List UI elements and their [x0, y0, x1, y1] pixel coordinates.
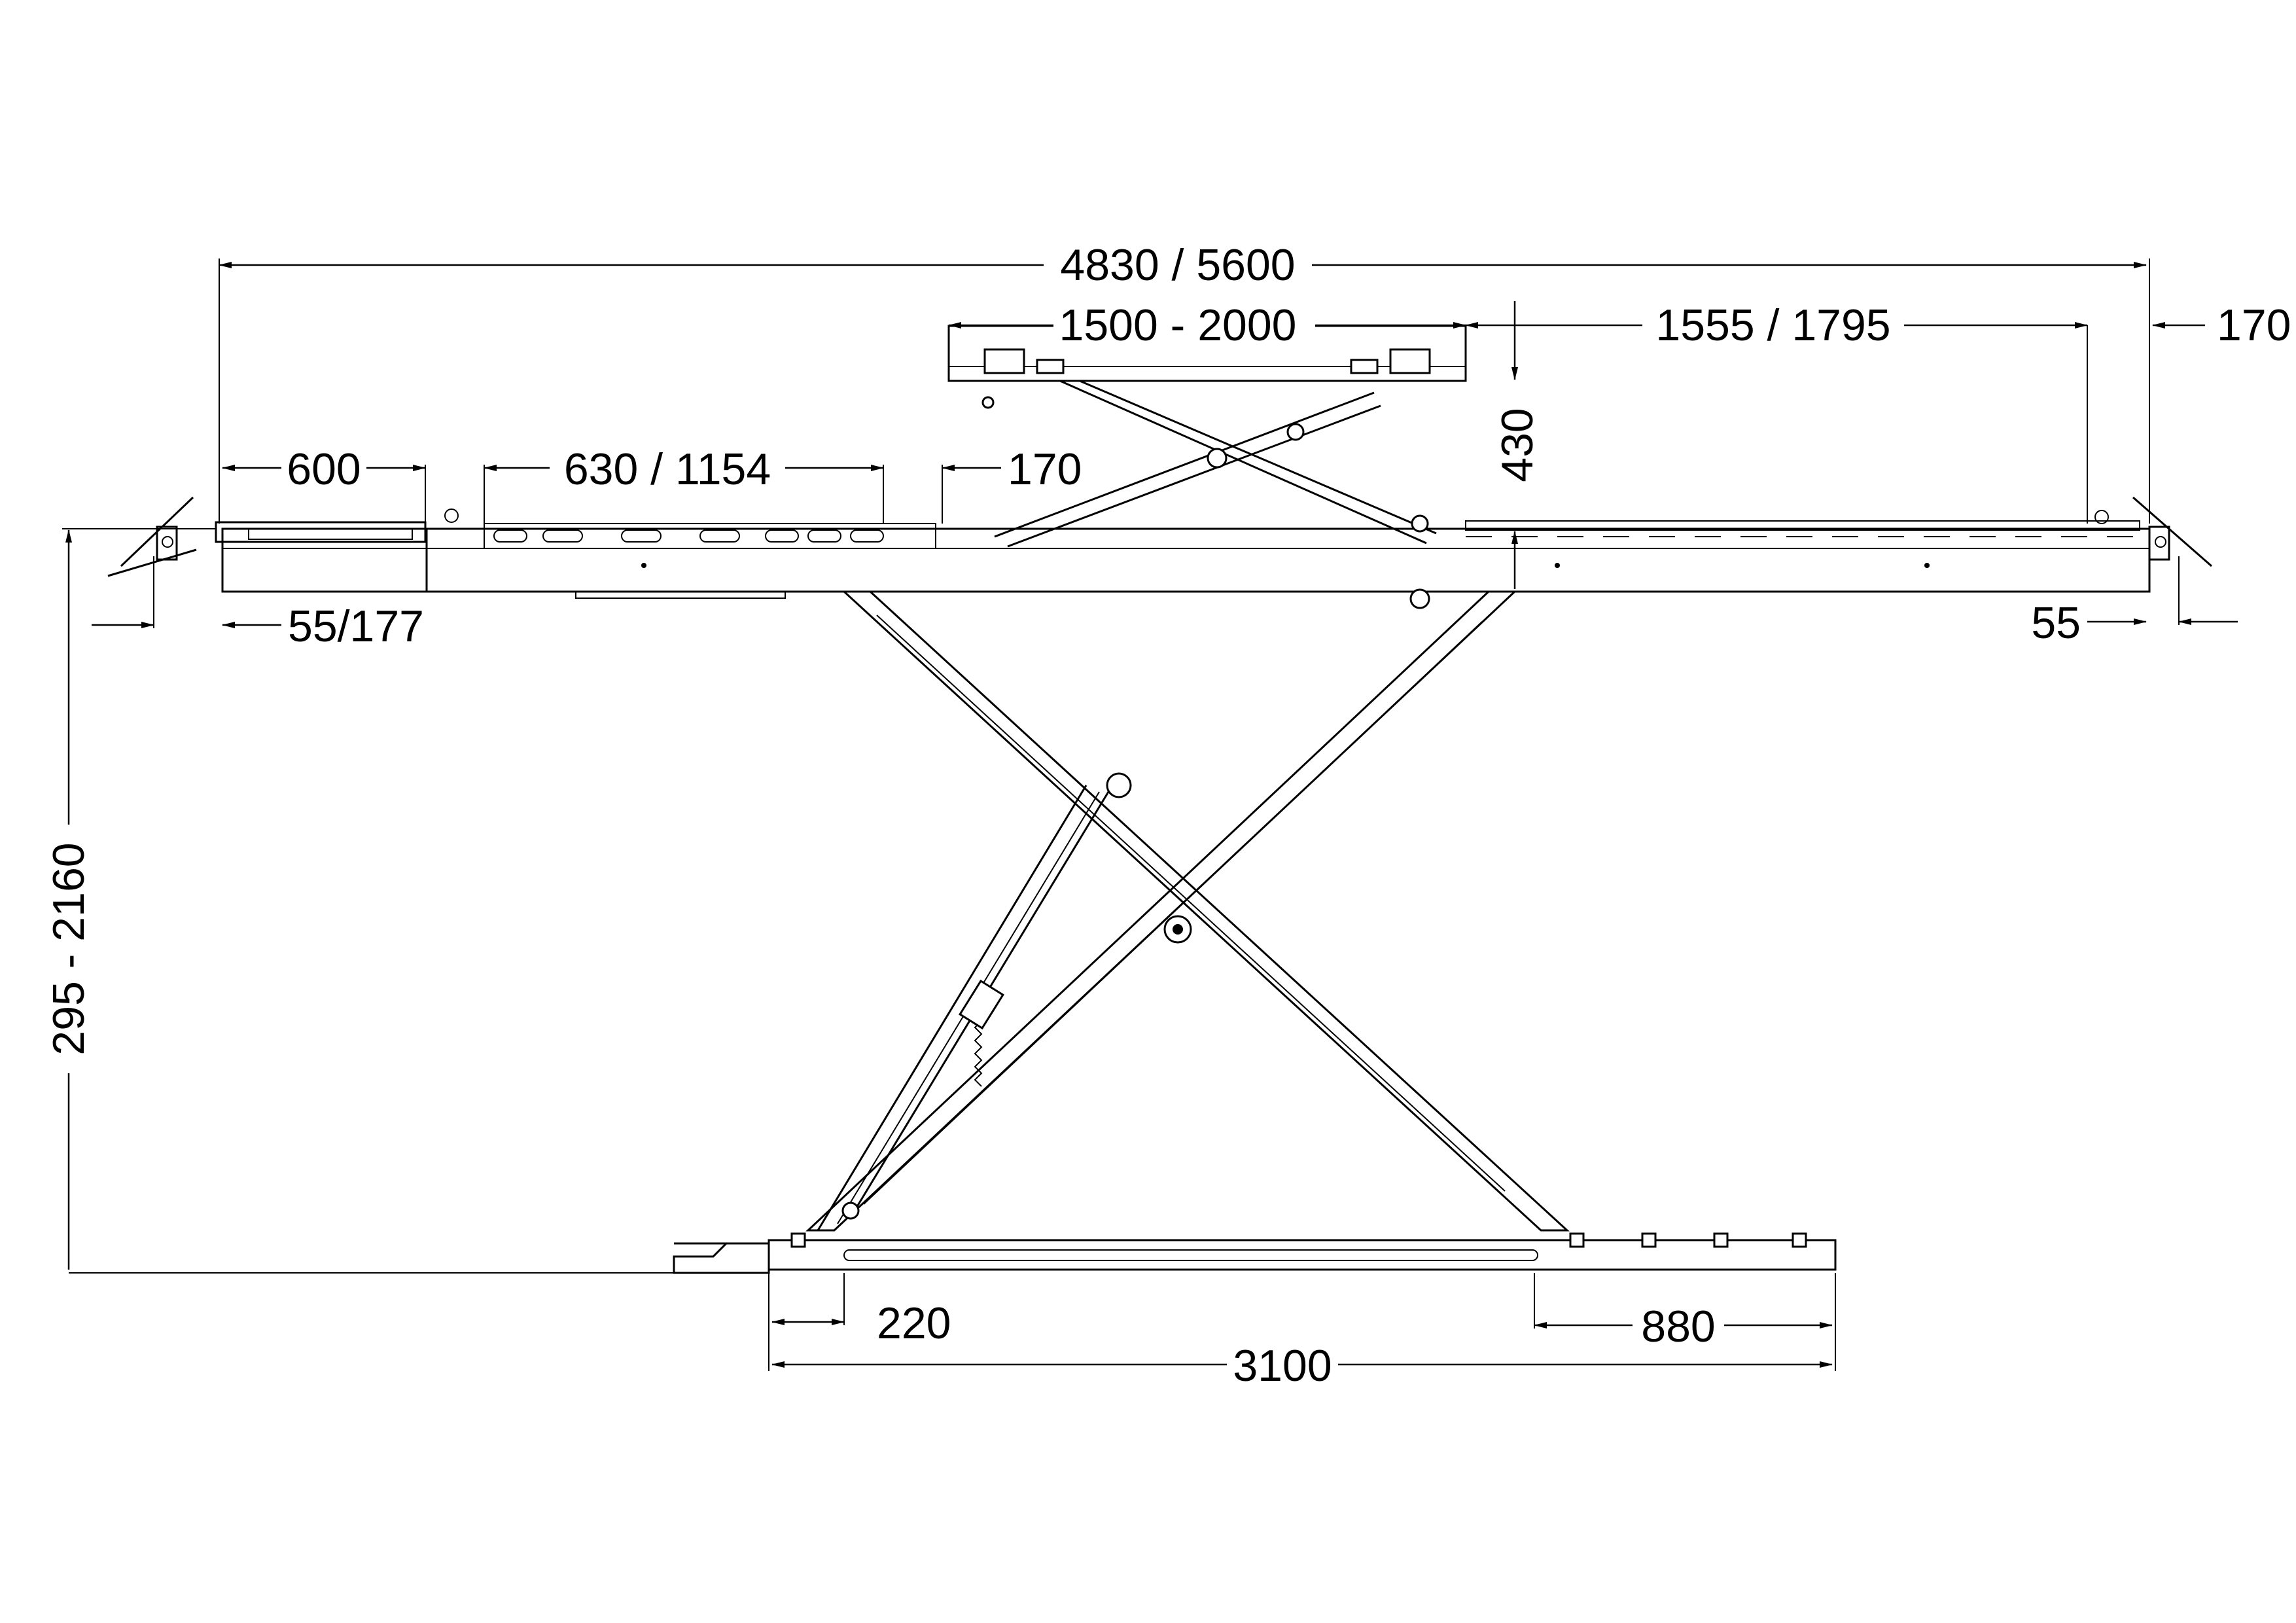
base-frame — [673, 1232, 1837, 1274]
dim-overall-length: 4830 / 5600 — [1060, 240, 1295, 290]
jack-pad — [947, 325, 1467, 609]
right-ramp-end — [2094, 496, 2212, 567]
dim-base-rear-section: 880 — [1641, 1302, 1715, 1351]
dimension-labels: 4830 / 5600 1500 - 2000 1555 / 1795 170 … — [44, 240, 2291, 1391]
dimension-lines — [62, 259, 2238, 1371]
dim-left-end-section: 600 — [287, 444, 361, 494]
dim-base-front-offset: 220 — [877, 1298, 951, 1348]
dim-base-length: 3100 — [1233, 1341, 1332, 1391]
dim-pad-height: 430 — [1492, 408, 1542, 482]
dim-left-overhang: 55/177 — [288, 601, 424, 651]
dim-lift-height: 295 - 2160 — [44, 842, 94, 1055]
main-scissor — [805, 590, 1570, 1232]
dim-right-end-offset: 170 — [2217, 300, 2291, 350]
runway-platform — [215, 520, 2151, 599]
dim-pad-width: 1500 - 2000 — [1059, 300, 1297, 350]
left-ramp-end — [107, 496, 459, 577]
runway-slots — [484, 523, 936, 549]
dim-pad-offset: 170 — [1008, 444, 1082, 494]
dim-right-overhang: 55 — [2031, 598, 2081, 648]
dim-right-extension: 1555 / 1795 — [1655, 300, 1890, 350]
dim-slot-range: 630 / 1154 — [564, 444, 771, 494]
